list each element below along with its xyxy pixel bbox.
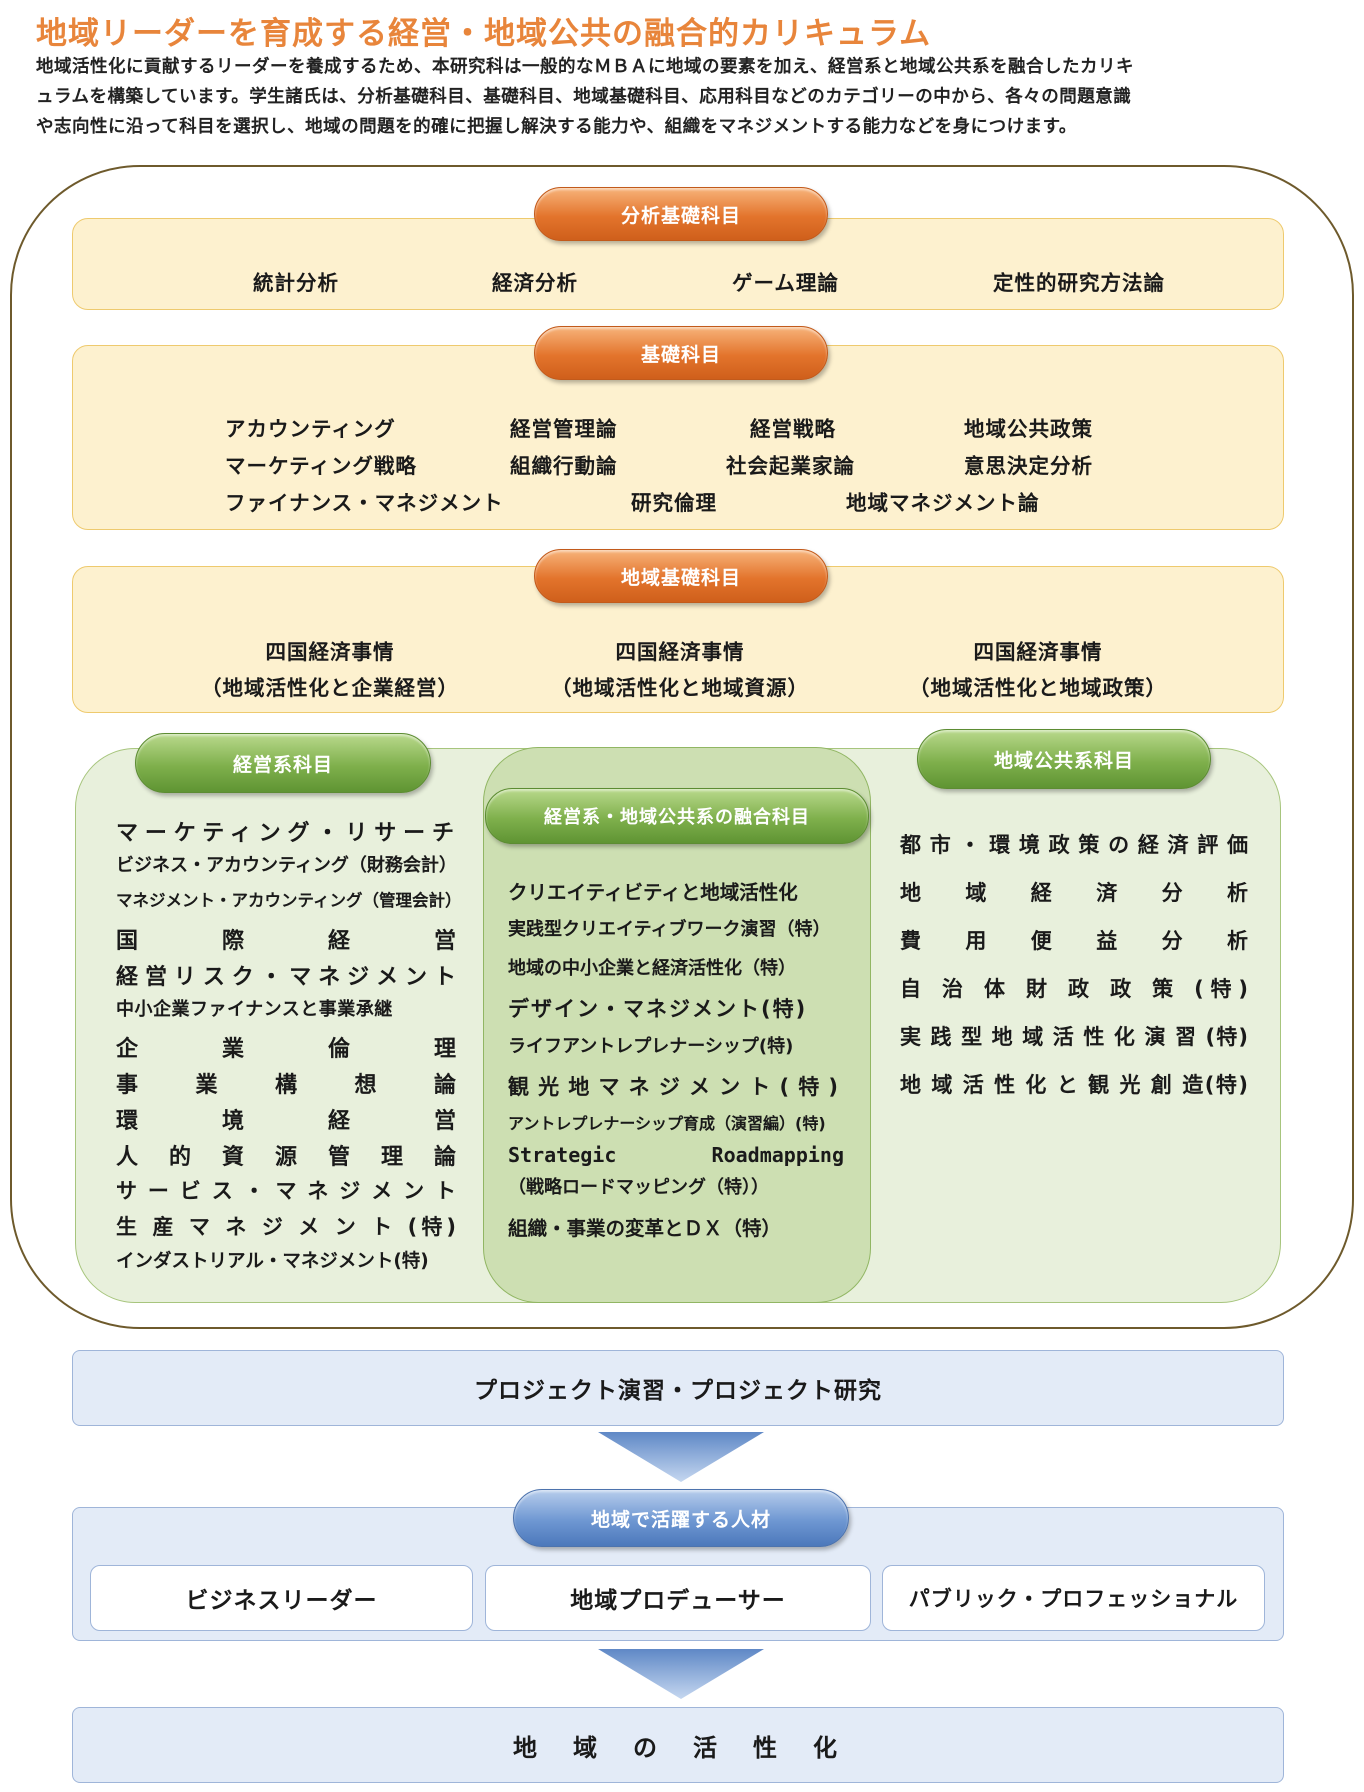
regional-course-name: 四国経済事情 <box>265 640 395 664</box>
curriculum-frame <box>10 165 1354 1329</box>
regional-basic-category-label: 地域基礎科目 <box>534 549 828 603</box>
fusion-course: 観光地マネジメント(特) <box>508 1075 838 1099</box>
fusion-course: 組織・事業の変革とＤＸ（特） <box>508 1217 782 1240</box>
fusion-course: アントレプレナーシップ育成（演習編）(特) <box>508 1114 826 1133</box>
analysis-course: ゲーム理論 <box>732 271 839 295</box>
basic-course: 地域マネジメント論 <box>846 491 1040 515</box>
management-category-label: 経営系科目 <box>135 733 431 793</box>
intro-text: 地域活性化に貢献するリーダーを養成するため、本研究科は一般的なＭＢＡに地域の要素… <box>36 52 1336 142</box>
public-course: 都 市 ・ 環 境 政 策 の 経 済 評 価 <box>900 833 1248 857</box>
project-band: プロジェクト演習・プロジェクト研究 <box>72 1350 1284 1426</box>
public-course: 実 践 型 地 域 活 性 化 演 習 (特) <box>900 1025 1248 1049</box>
basic-course: 地域公共政策 <box>964 417 1093 441</box>
management-course: サ ー ビ ス ・ マ ネ ジ メ ン ト <box>116 1179 456 1203</box>
goal-label: 地 域 の 活 性 化 <box>513 1733 843 1762</box>
fusion-course: （戦略ロードマッピング（特）） <box>508 1177 769 1198</box>
intro-line: や志向性に沿って科目を選択し、地域の問題を的確に把握し解決する能力や、組織をマネ… <box>36 117 1077 137</box>
management-course: 環 境 経 営 <box>116 1109 456 1134</box>
public-course: 地 域 経 済 分 析 <box>900 881 1248 905</box>
management-course: 生 産 マ ネ ジ メ ン ト (特) <box>116 1215 456 1239</box>
regional-course-sub: （地域活性化と地域政策） <box>909 676 1167 700</box>
intro-line: ュラムを構築しています。学生諸氏は、分析基礎科目、基礎科目、地域基礎科目、応用科… <box>36 87 1132 107</box>
management-course: インダストリアル・マネジメント(特) <box>116 1251 429 1272</box>
regional-course-sub: （地域活性化と企業経営） <box>201 676 459 700</box>
talent-item: ビジネスリーダー <box>90 1565 473 1631</box>
analysis-course: 統計分析 <box>253 271 339 295</box>
fusion-course: Strategic Roadmapping <box>508 1143 844 1167</box>
regional-course-sub: （地域活性化と地域資源） <box>551 676 809 700</box>
basic-course: 経営戦略 <box>750 417 836 441</box>
talent-item-label: ビジネスリーダー <box>185 1588 378 1614</box>
fusion-course: ライフアントレプレナーシップ(特) <box>508 1036 794 1057</box>
fusion-course: 実践型クリエイティブワーク演習（特） <box>508 919 831 940</box>
basic-category-label: 基礎科目 <box>534 326 828 380</box>
basic-course: アカウンティング <box>225 417 396 441</box>
management-course: 人 的 資 源 管 理 論 <box>116 1145 456 1170</box>
management-course-list: マーケティング・リサーチ ビジネス・アカウンティング（財務会計） マネジメント・… <box>116 815 462 1283</box>
talent-item-label: 地域プロデューサー <box>570 1588 786 1614</box>
management-course: 国 際 経 営 <box>116 929 456 954</box>
public-course: 地 域 活 性 化 と 観 光 創 造(特) <box>900 1073 1248 1097</box>
management-course: 事 業 構 想 論 <box>116 1073 456 1098</box>
fusion-category-label: 経営系・地域公共系の融合科目 <box>485 788 869 844</box>
fusion-course: クリエイティビティと地域活性化 <box>508 881 798 904</box>
basic-course: 意思決定分析 <box>964 454 1093 478</box>
talent-item-label: パブリック・プロフェッショナル <box>908 1587 1239 1611</box>
basic-course: マーケティング戦略 <box>225 454 417 478</box>
talent-item: パブリック・プロフェッショナル <box>882 1565 1265 1631</box>
public-course-list: 都 市 ・ 環 境 政 策 の 経 済 評 価 地 域 経 済 分 析 費 用 … <box>900 829 1248 1117</box>
basic-course: 社会起業家論 <box>726 454 855 478</box>
public-category-label: 地域公共系科目 <box>917 729 1211 789</box>
management-course: 企 業 倫 理 <box>116 1037 456 1062</box>
basic-course: 研究倫理 <box>631 491 717 515</box>
goal-band: 地 域 の 活 性 化 <box>72 1707 1284 1783</box>
down-arrow-icon <box>598 1649 764 1699</box>
basic-course: 経営管理論 <box>510 417 618 441</box>
fusion-course-list: クリエイティビティと地域活性化 実践型クリエイティブワーク演習（特） 地域の中小… <box>508 876 848 1251</box>
intro-line: 地域活性化に貢献するリーダーを養成するため、本研究科は一般的なＭＢＡに地域の要素… <box>36 57 1134 77</box>
basic-course: 組織行動論 <box>510 454 618 478</box>
analysis-course: 経済分析 <box>492 271 578 295</box>
public-course: 自 治 体 財 政 政 策 (特) <box>900 977 1248 1001</box>
fusion-course: デザイン・マネジメント(特) <box>508 997 808 1021</box>
down-arrow-icon <box>598 1432 764 1482</box>
fusion-course: 地域の中小企業と経済活性化（特） <box>508 958 796 979</box>
analysis-category-label: 分析基礎科目 <box>534 187 828 241</box>
management-course: ビジネス・アカウンティング（財務会計） <box>116 855 457 876</box>
public-course: 費 用 便 益 分 析 <box>900 929 1248 953</box>
talent-item: 地域プロデューサー <box>485 1565 871 1631</box>
management-course: マネジメント・アカウンティング（管理会計） <box>116 891 462 910</box>
regional-course-name: 四国経済事情 <box>973 640 1103 664</box>
management-course: マーケティング・リサーチ <box>116 821 456 846</box>
page-title: 地域リーダーを育成する経営・地域公共の融合的カリキュラム <box>36 16 932 52</box>
talent-category-label: 地域で活躍する人材 <box>513 1489 849 1547</box>
regional-course-name: 四国経済事情 <box>615 640 745 664</box>
project-label: プロジェクト演習・プロジェクト研究 <box>474 1378 882 1404</box>
analysis-course: 定性的研究方法論 <box>993 271 1165 295</box>
management-course: 経営リスク・マネジメント <box>116 965 456 990</box>
basic-course: ファイナンス・マネジメント <box>225 491 504 515</box>
management-course: 中小企業ファイナンスと事業承継 <box>116 999 393 1020</box>
